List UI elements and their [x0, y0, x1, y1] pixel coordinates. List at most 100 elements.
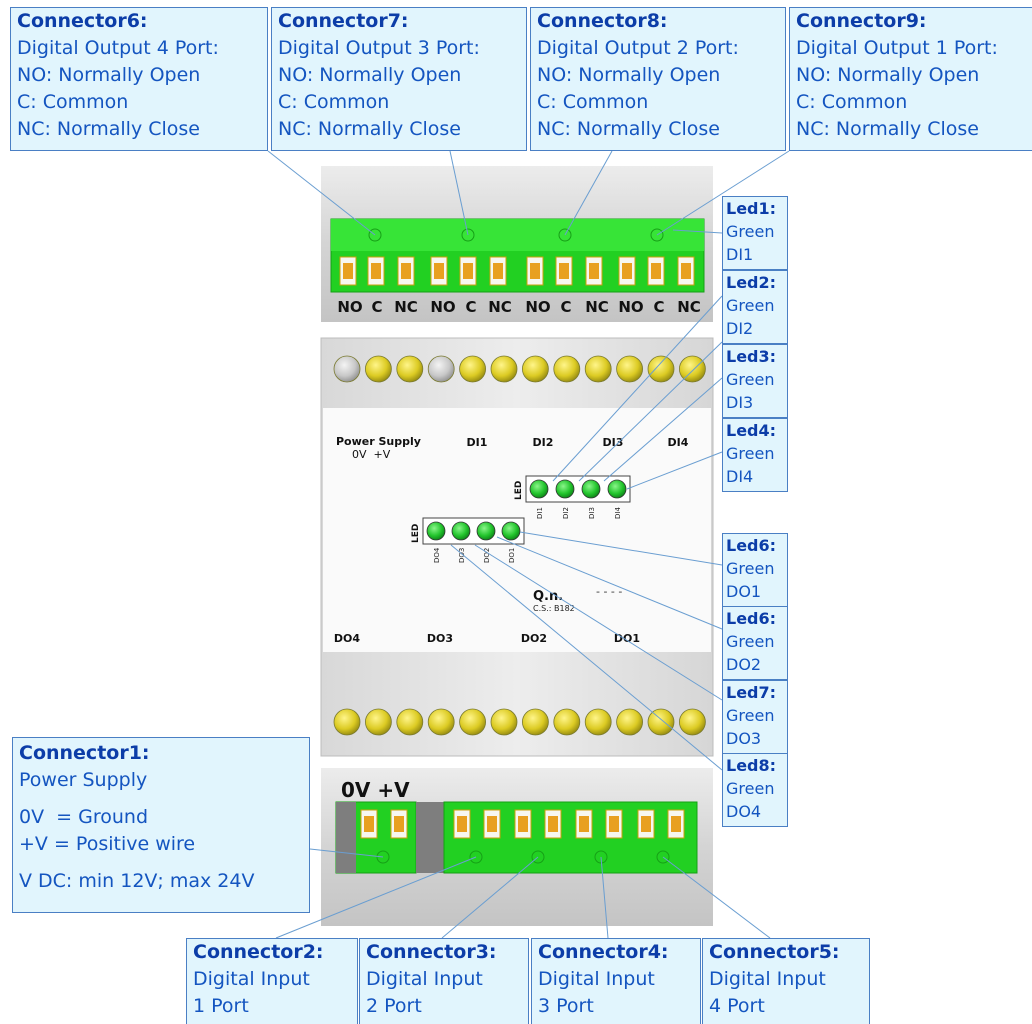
leader-line [603, 377, 723, 482]
connector5-title: Connector5: [709, 941, 840, 963]
leader-line [449, 150, 469, 236]
led6-do2-title: Led6: [726, 609, 777, 628]
connector9-title: Connector9: [796, 10, 927, 32]
top-terminal-contact [434, 263, 444, 279]
connector7-line4: NC: Normally Close [278, 118, 461, 140]
led7-title: Led7: [726, 683, 777, 702]
bottom-terminal-contact [671, 816, 681, 832]
led4-signal: DI4 [726, 467, 754, 486]
connector8-title: Connector8: [537, 10, 668, 32]
leader-line [450, 544, 723, 771]
leader-line [564, 150, 613, 236]
led3-color: Green [726, 370, 775, 389]
do-led [476, 521, 496, 541]
do-header: DO2 [521, 632, 547, 645]
led2-title: Led2: [726, 273, 777, 292]
connector6-callout: Connector6: Digital Output 4 Port: NO: N… [10, 7, 268, 151]
do-header: DO1 [614, 632, 640, 645]
connector7-line3: C: Common [278, 91, 390, 113]
do-header: DO3 [427, 632, 453, 645]
do-led-label: DO2 [483, 548, 491, 563]
led8-callout: Led8: Green DO4 [722, 753, 788, 827]
led4-title: Led4: [726, 421, 777, 440]
di-led-label: DI1 [536, 507, 544, 519]
connector1-line3: 0V = Ground [19, 806, 149, 828]
top-terminal-contact [622, 263, 632, 279]
led2-signal: DI2 [726, 319, 754, 338]
led6-do1-title: Led6: [726, 536, 777, 555]
connector4-title: Connector4: [538, 941, 669, 963]
di-header: DI1 [467, 436, 488, 449]
led7-signal: DO3 [726, 729, 762, 748]
connector2-title: Connector2: [193, 941, 324, 963]
connector1-line4: +V = Positive wire [19, 833, 196, 855]
di-led [555, 479, 575, 499]
bottom-terminal-contact [518, 816, 528, 832]
connector4-line1: Digital Input [538, 968, 655, 990]
top-terminal-contact [401, 263, 411, 279]
connector5-line2: 4 Port [709, 995, 765, 1017]
connector9-line2: NO: Normally Open [796, 64, 980, 86]
bottom-screw-mark [376, 850, 390, 864]
bottom-terminal-contact [609, 816, 619, 832]
bottom-terminal-contact [487, 816, 497, 832]
led3-callout: Led3: Green DI3 [722, 344, 788, 418]
screw [364, 355, 392, 383]
connector8-line2: NO: Normally Open [537, 64, 721, 86]
do-led-word: LED [411, 524, 421, 543]
top-screw-mark [558, 228, 572, 242]
screw [647, 355, 675, 383]
connector1-spacer2 [19, 858, 303, 868]
led1-callout: Led1: Green DI1 [722, 196, 788, 270]
led2-callout: Led2: Green DI2 [722, 270, 788, 344]
connector6-line2: NO: Normally Open [17, 64, 201, 86]
connector7-line1: Digital Output 3 Port: [278, 37, 480, 59]
top-screw-mark [368, 228, 382, 242]
connector3-title: Connector3: [366, 941, 497, 963]
screw-row-bottom [333, 708, 706, 736]
leader-line [626, 451, 723, 490]
connector5-line1: Digital Input [709, 968, 826, 990]
leader-line [600, 856, 609, 939]
di-led [607, 479, 627, 499]
qn-dashes: - - - - [596, 585, 622, 598]
connector1-callout: Connector1: Power Supply 0V = Ground +V … [12, 737, 310, 913]
top-screw-marks [368, 228, 664, 242]
bottom-screw-mark [469, 850, 483, 864]
do-led [451, 521, 471, 541]
connector6-line1: Digital Output 4 Port: [17, 37, 219, 59]
top-terminal-contact [371, 263, 381, 279]
connector9-line3: C: Common [796, 91, 908, 113]
connector4-line2: 3 Port [538, 995, 594, 1017]
connector3-line1: Digital Input [366, 968, 483, 990]
led8-title: Led8: [726, 756, 777, 775]
led8-signal: DO4 [726, 802, 762, 821]
di-led-word: LED [514, 481, 524, 500]
connector2-line1: Digital Input [193, 968, 310, 990]
di-led [529, 479, 549, 499]
di-led-label: DI3 [588, 507, 596, 519]
top-terminal-contact [651, 263, 661, 279]
top-terminal-contact [493, 263, 503, 279]
screw [427, 355, 455, 383]
connector9-callout: Connector9: Digital Output 1 Port: NO: N… [789, 7, 1032, 151]
bottom-screw-mark [656, 850, 670, 864]
screw [459, 355, 487, 383]
connector1-line6: V DC: min 12V; max 24V [19, 870, 255, 892]
led6-do1-signal: DO1 [726, 582, 762, 601]
leader-line [267, 150, 376, 236]
led1-title: Led1: [726, 199, 777, 218]
leader-line [496, 536, 723, 630]
power-supply-label: Power Supply [336, 435, 421, 448]
connector7-line2: NO: Normally Open [278, 64, 462, 86]
led3-title: Led3: [726, 347, 777, 366]
connector9-line4: NC: Normally Close [796, 118, 979, 140]
bottom-terminal-contact [579, 816, 589, 832]
led2-color: Green [726, 296, 775, 315]
screw-row-top [333, 355, 706, 383]
connector2-callout: Connector2: Digital Input 1 Port [186, 938, 358, 1024]
